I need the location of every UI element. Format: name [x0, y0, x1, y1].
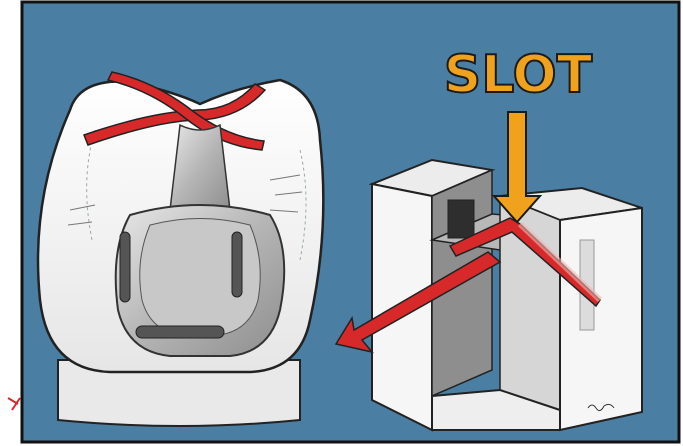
bracket-slot-right — [232, 232, 242, 297]
slot-label: SLOT — [444, 45, 593, 105]
bracket-slot-left — [120, 232, 130, 302]
block-front-right — [560, 208, 642, 430]
bracket-slot-bottom — [136, 326, 224, 338]
bracket-stem — [170, 125, 230, 210]
corner-mark — [8, 398, 20, 410]
tooth-bracket-illustration — [38, 72, 323, 426]
block-window — [448, 200, 474, 238]
